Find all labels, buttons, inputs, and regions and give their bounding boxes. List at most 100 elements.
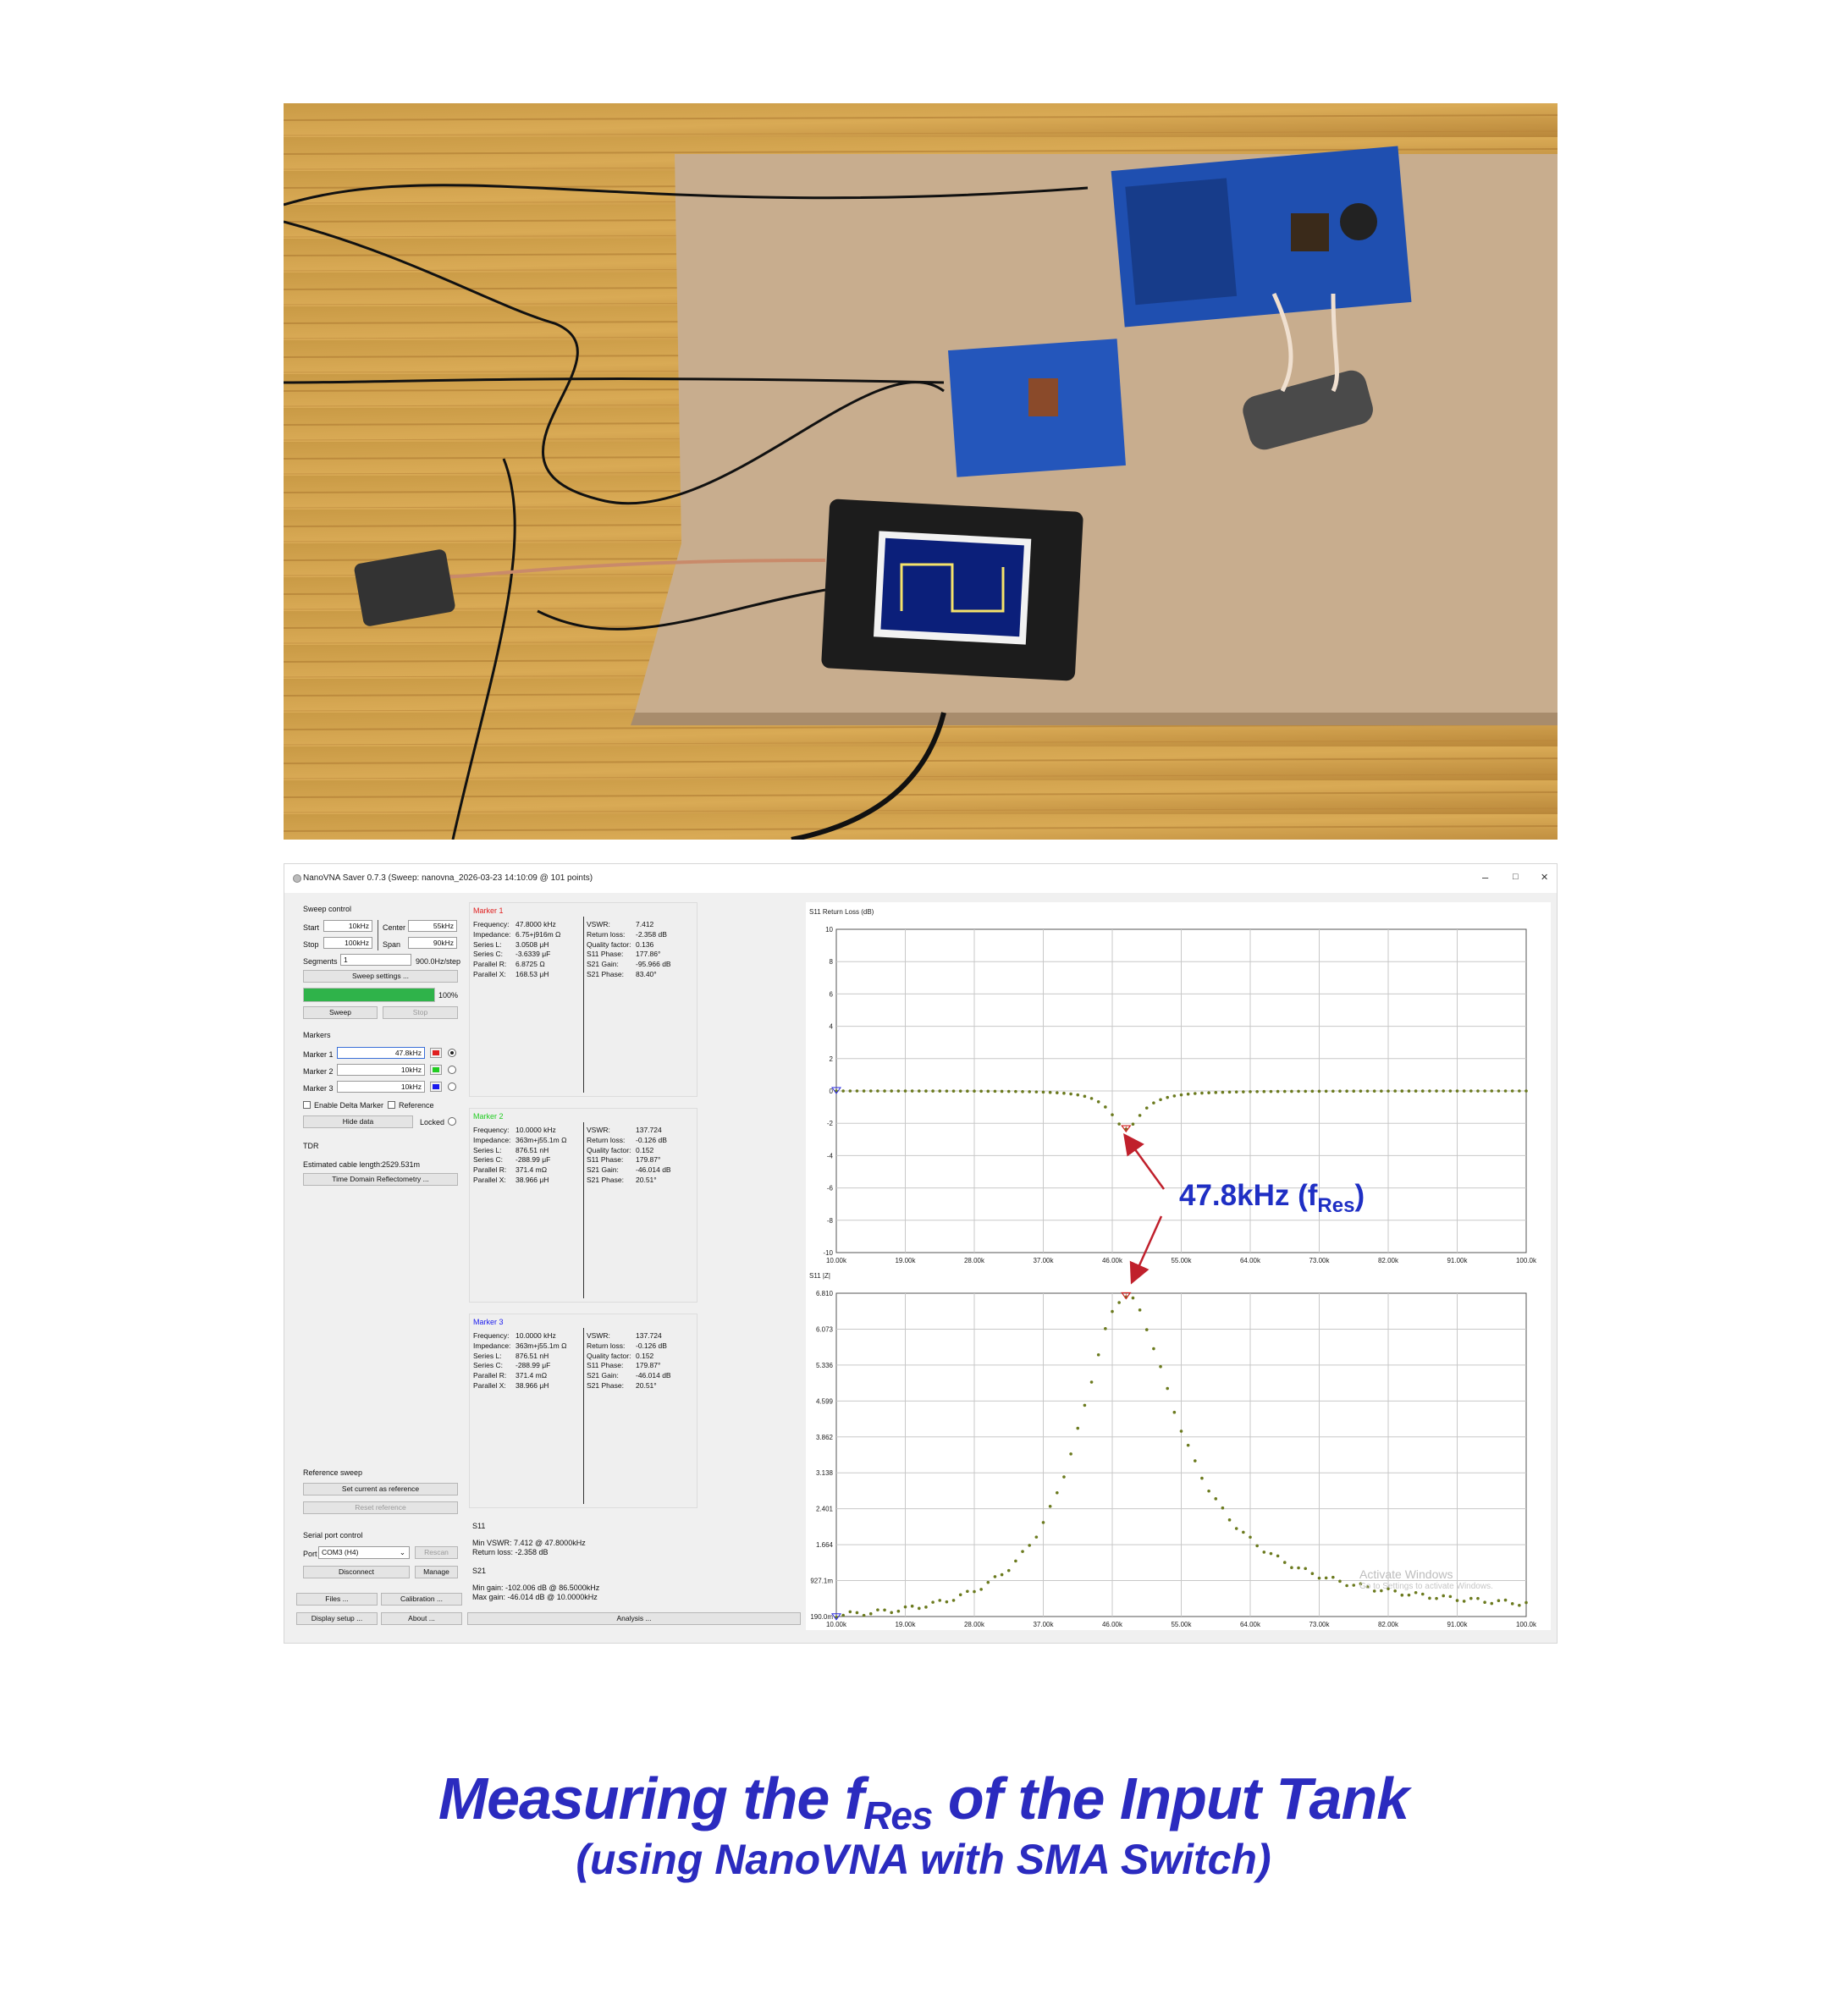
- data-point: [1096, 1352, 1100, 1357]
- files-button[interactable]: Files ...: [296, 1593, 378, 1606]
- span-input[interactable]: 90kHz: [408, 937, 457, 949]
- marker-field-value: 20.51°: [636, 1176, 657, 1184]
- marker2-radio[interactable]: [448, 1066, 456, 1074]
- x-tick-label: 73.00k: [1309, 1621, 1330, 1628]
- x-tick-label: 46.00k: [1102, 1621, 1123, 1628]
- marker2-input[interactable]: 10kHz: [337, 1064, 425, 1076]
- sweep-settings-button[interactable]: Sweep settings ...: [303, 970, 458, 983]
- hide-data-button[interactable]: Hide data: [303, 1115, 413, 1128]
- marker-field-value: 137.724: [636, 1331, 662, 1340]
- tdr-button[interactable]: Time Domain Reflectometry ...: [303, 1173, 458, 1186]
- minimize-icon[interactable]: –: [1482, 871, 1489, 884]
- marker3-color[interactable]: [430, 1082, 442, 1092]
- manage-button[interactable]: Manage: [415, 1566, 458, 1578]
- y-tick-label: -4: [827, 1152, 834, 1159]
- data-point: [1380, 1089, 1383, 1093]
- s21-max-gain: Max gain: -46.014 dB @ 10.0000kHz: [472, 1593, 598, 1601]
- maximize-icon[interactable]: □: [1513, 872, 1519, 882]
- marker1-input[interactable]: 47.8kHz: [337, 1047, 425, 1059]
- serial-port-heading: Serial port control: [303, 1531, 363, 1540]
- data-point: [1131, 1296, 1135, 1300]
- marker-field-label: Frequency:: [473, 1126, 510, 1134]
- data-point: [1179, 1093, 1183, 1097]
- data-point: [862, 1613, 866, 1617]
- display-setup-button[interactable]: Display setup ...: [296, 1612, 378, 1625]
- data-point: [1144, 1328, 1149, 1331]
- port-select[interactable]: COM3 (H4)⌄: [318, 1546, 410, 1559]
- marker-field-value: 179.87°: [636, 1361, 661, 1370]
- marker-field-value: -288.99 μF: [516, 1155, 551, 1165]
- marker-field-label: Series C:: [473, 950, 503, 959]
- data-point: [1428, 1596, 1431, 1600]
- stop-input[interactable]: 100kHz: [323, 937, 372, 949]
- data-point: [1221, 1506, 1225, 1510]
- x-tick-label: 55.00k: [1171, 1257, 1192, 1264]
- caption-title: Measuring the fRes of the Input Tank: [0, 1765, 1847, 1838]
- marker2-color[interactable]: [430, 1065, 442, 1075]
- marker-field-value: 20.51°: [636, 1381, 657, 1390]
- marker1-color[interactable]: [430, 1048, 442, 1058]
- data-point: [1172, 1094, 1177, 1098]
- marker3-radio[interactable]: [448, 1082, 456, 1091]
- sma-switch: [354, 549, 455, 626]
- data-point: [1111, 1309, 1114, 1314]
- s21-summary-heading: S21: [472, 1567, 487, 1575]
- disconnect-button[interactable]: Disconnect: [303, 1566, 410, 1578]
- sweep-button[interactable]: Sweep: [303, 1006, 378, 1019]
- analysis-button[interactable]: Analysis ...: [467, 1612, 801, 1625]
- x-tick-label: 28.00k: [964, 1257, 985, 1264]
- marker2-label: Marker 2: [303, 1067, 334, 1076]
- marker-field-value: -2.358 dB: [636, 929, 667, 939]
- x-tick-label: 82.00k: [1378, 1621, 1399, 1628]
- data-point: [1331, 1575, 1335, 1579]
- data-point: [1282, 1561, 1287, 1564]
- data-point: [1276, 1554, 1280, 1558]
- data-point: [841, 1089, 845, 1093]
- start-input[interactable]: 10kHz: [323, 920, 372, 932]
- x-tick-label: 64.00k: [1240, 1257, 1261, 1264]
- marker-field-label: S21 Gain:: [587, 960, 619, 969]
- data-point: [973, 1089, 976, 1093]
- about-button[interactable]: About ...: [381, 1612, 462, 1625]
- data-point: [1076, 1093, 1080, 1097]
- tdr-heading: TDR: [303, 1142, 319, 1150]
- x-tick-label: 64.00k: [1240, 1621, 1261, 1628]
- stop-button[interactable]: Stop: [383, 1006, 458, 1019]
- rescan-button[interactable]: Rescan: [415, 1546, 458, 1559]
- data-point: [1503, 1598, 1508, 1602]
- data-point: [1159, 1364, 1162, 1369]
- data-point: [1469, 1089, 1473, 1093]
- data-point: [1442, 1089, 1445, 1093]
- marker3-input[interactable]: 10kHz: [337, 1081, 425, 1093]
- center-input[interactable]: 55kHz: [408, 920, 457, 932]
- y-tick-label: 6.810: [816, 1290, 834, 1297]
- data-point: [1089, 1380, 1094, 1384]
- chart-title: S11 |Z|: [809, 1272, 830, 1280]
- segments-input[interactable]: 1: [340, 954, 411, 966]
- reference-checkbox[interactable]: [388, 1101, 395, 1109]
- close-icon[interactable]: ✕: [1541, 873, 1549, 883]
- data-point: [1345, 1584, 1348, 1588]
- data-point: [1000, 1089, 1004, 1093]
- marker-field-value: 371.4 mΩ: [516, 1371, 548, 1380]
- delta-marker-checkbox[interactable]: [303, 1101, 311, 1109]
- data-point: [1490, 1601, 1494, 1606]
- marker1-radio[interactable]: [448, 1049, 456, 1057]
- caption-main: Measuring the f: [438, 1765, 864, 1831]
- data-point: [1207, 1091, 1210, 1094]
- set-reference-button[interactable]: Set current as reference: [303, 1483, 458, 1495]
- data-point: [1104, 1105, 1107, 1109]
- x-tick-label: 46.00k: [1102, 1257, 1123, 1264]
- data-point: [1014, 1089, 1017, 1093]
- step-readout: 900.0Hz/step: [416, 957, 461, 966]
- reset-reference-button[interactable]: Reset reference: [303, 1501, 458, 1514]
- marker-field-label: S21 Phase:: [587, 1176, 624, 1184]
- data-point: [848, 1089, 852, 1093]
- marker-field-label: Parallel R:: [473, 1165, 507, 1175]
- marker-field-label: VSWR:: [587, 1126, 610, 1134]
- locked-radio[interactable]: [448, 1117, 456, 1126]
- calibration-button[interactable]: Calibration ...: [381, 1593, 462, 1606]
- data-point: [993, 1089, 997, 1093]
